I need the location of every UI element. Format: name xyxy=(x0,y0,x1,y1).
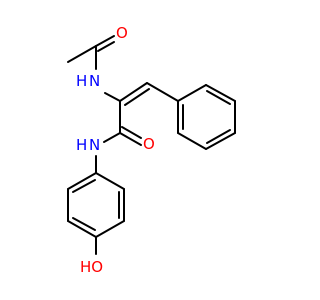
phenyl-bond xyxy=(177,84,207,102)
ring-bond xyxy=(67,172,97,190)
bond-alkene-a xyxy=(119,82,148,102)
bond-carbonyl-o-double-a xyxy=(95,35,115,47)
phenyl-inner-bond xyxy=(206,129,231,144)
bond-alkene-b xyxy=(124,88,150,106)
amide-group xyxy=(103,100,142,146)
acetamido-h-label: H xyxy=(76,72,87,90)
hydroxyphenyl-ring xyxy=(67,172,125,238)
acetamido-n-label: N xyxy=(89,72,100,90)
ring-bond xyxy=(95,220,125,238)
phenyl-bond xyxy=(205,84,236,102)
ring-inner-bond xyxy=(72,179,96,193)
amide-oxygen-label: O xyxy=(143,135,155,153)
bond-vinyl-phenyl xyxy=(146,82,179,102)
bond-amide-o-double-a xyxy=(119,132,142,146)
phenyl-inner-bond xyxy=(206,90,231,105)
bond-n-alpha-carbon xyxy=(104,92,121,102)
bond-carbonyl-o-double-b xyxy=(97,41,115,52)
bond-amide-c-n xyxy=(103,132,121,143)
amide-n-label: N xyxy=(89,136,100,154)
phenyl-bond xyxy=(205,132,236,150)
phenyl-bond xyxy=(177,132,207,150)
amide-h-label: H xyxy=(76,136,87,154)
ring-inner-bond xyxy=(72,217,96,231)
hydroxyl-label: HO xyxy=(80,258,103,276)
bond-amide-o-double-b xyxy=(121,126,142,139)
acetyl-oxygen-label: O xyxy=(116,24,128,42)
ring-bond xyxy=(95,172,125,190)
molecule-diagram: O H N O H N HO xyxy=(67,24,236,276)
ring-bond xyxy=(67,220,97,238)
phenyl-ring xyxy=(177,84,236,150)
alkene-double-bond xyxy=(119,82,150,106)
acetyl-group xyxy=(67,35,115,70)
bond-methyl-carbonyl xyxy=(67,45,97,63)
